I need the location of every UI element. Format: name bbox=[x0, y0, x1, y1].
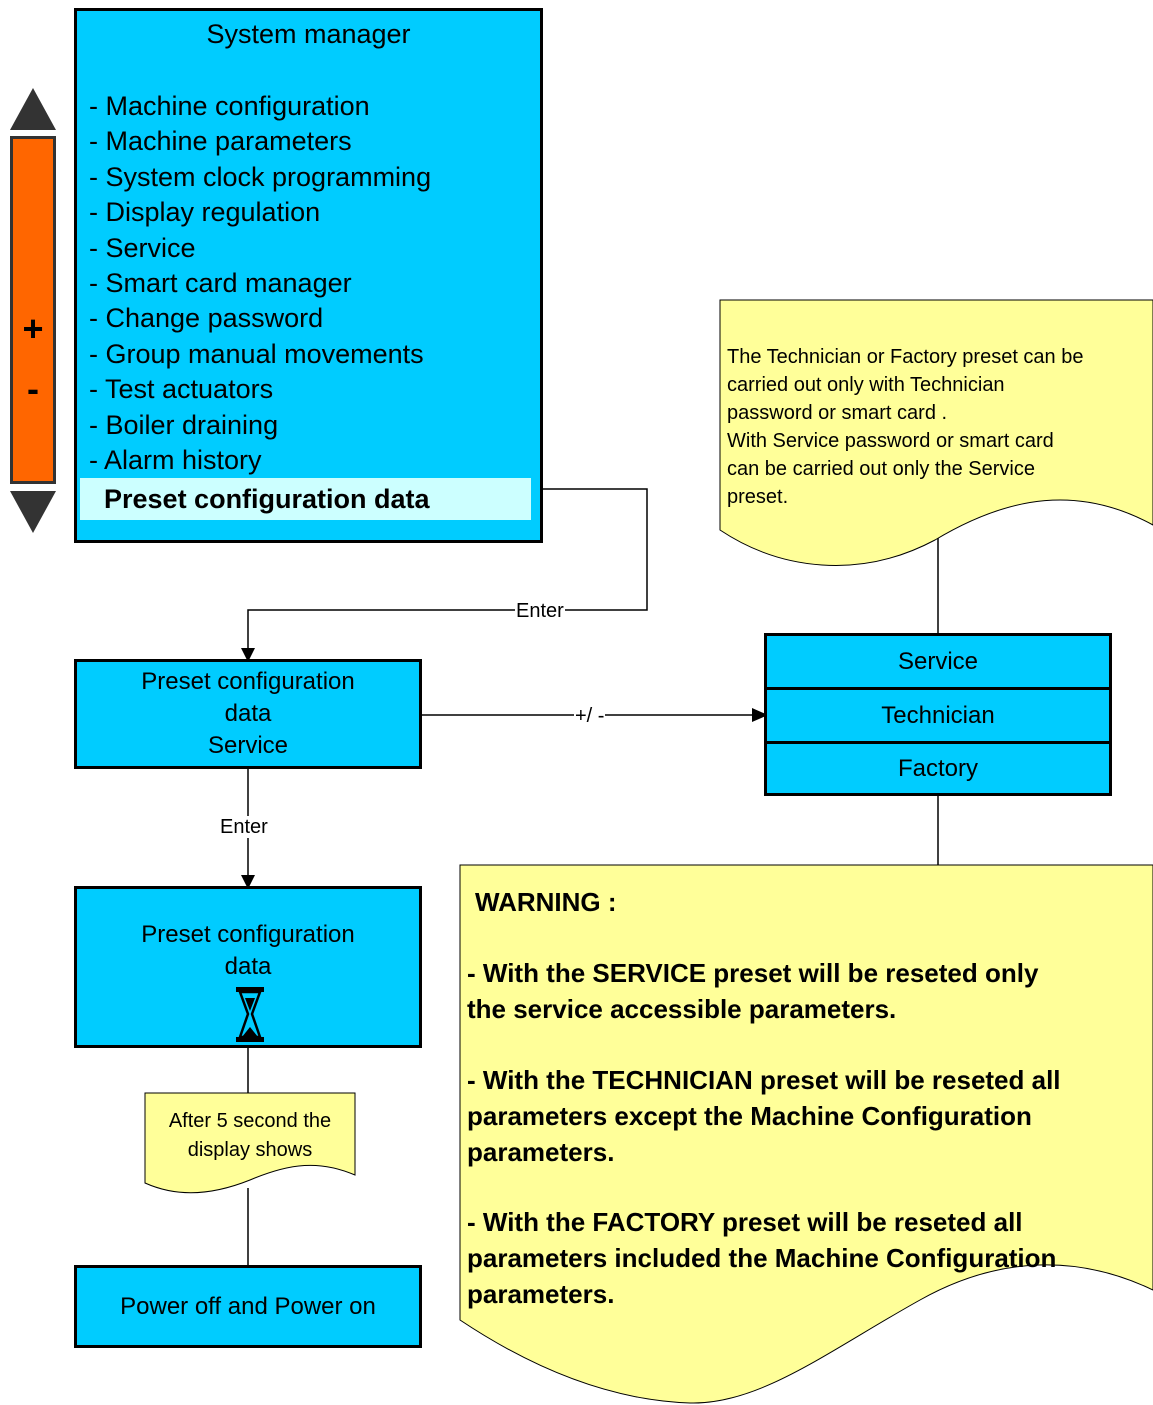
menu-item-display-regulation[interactable]: - Display regulation bbox=[89, 197, 321, 228]
option-service[interactable]: Service bbox=[767, 636, 1109, 690]
system-manager-menu: System manager - Machine configuration -… bbox=[74, 8, 543, 543]
after-note-shape bbox=[144, 1092, 356, 1194]
warning-factory-line-3: parameters. bbox=[467, 1279, 615, 1309]
warning-technician: - With the TECHNICIAN preset will be res… bbox=[467, 1062, 1061, 1170]
power-off-on-box[interactable]: Power off and Power on bbox=[74, 1265, 422, 1348]
preset-box-line-2: data bbox=[224, 700, 272, 727]
after-note-line-1: After 5 second the bbox=[168, 1110, 332, 1132]
menu-item-boiler-draining[interactable]: - Boiler draining bbox=[89, 409, 279, 440]
arrow-down-icon bbox=[241, 875, 255, 889]
warning-factory: - With the FACTORY preset will be resete… bbox=[467, 1204, 1056, 1312]
plus-minus-label: +/ - bbox=[574, 705, 606, 727]
preset-service-box[interactable]: Preset configuration data Service bbox=[74, 659, 422, 769]
warning-note-shape bbox=[459, 864, 1153, 1404]
tech-note-text: The Technician or Factory preset can be … bbox=[727, 343, 1083, 511]
menu-list: - Machine configuration - Machine parame… bbox=[89, 89, 431, 478]
warning-factory-line-1: - With the FACTORY preset will be resete… bbox=[467, 1207, 1023, 1237]
arrow-down-icon bbox=[241, 648, 255, 662]
warning-service-line-1: - With the SERVICE preset will be resete… bbox=[467, 958, 1039, 988]
tech-note-line-4: With Service password or smart card bbox=[727, 430, 1054, 452]
warning-factory-line-2: parameters included the Machine Configur… bbox=[467, 1243, 1057, 1273]
progress-box-line-2: data bbox=[224, 953, 272, 980]
preset-options-box: Service Technician Factory bbox=[764, 633, 1112, 796]
down-triangle-icon[interactable] bbox=[10, 491, 56, 533]
menu-item-test-actuators[interactable]: - Test actuators bbox=[89, 374, 274, 405]
hourglass-icon bbox=[236, 987, 264, 1042]
warning-technician-line-3: parameters. bbox=[467, 1137, 615, 1167]
tech-note-line-5: can be carried out only the Service bbox=[727, 458, 1035, 480]
power-box-label: Power off and Power on bbox=[120, 1292, 376, 1320]
after-note-line-2: display shows bbox=[187, 1139, 313, 1161]
warning-service: - With the SERVICE preset will be resete… bbox=[467, 955, 1038, 1027]
menu-title: System manager bbox=[206, 19, 411, 49]
option-technician[interactable]: Technician bbox=[767, 690, 1109, 744]
preset-box-line-1: Preset configuration bbox=[141, 668, 355, 695]
up-triangle-icon[interactable] bbox=[10, 88, 56, 130]
preset-progress-box: Preset configuration data bbox=[74, 886, 422, 1048]
nav-bar: + - bbox=[10, 88, 56, 534]
preset-box-line-3: Service bbox=[207, 732, 289, 759]
tech-note-line-1: The Technician or Factory preset can be bbox=[727, 346, 1084, 368]
warning-service-line-2: the service accessible parameters. bbox=[467, 994, 897, 1024]
after-note-text: After 5 second the display shows bbox=[145, 1107, 355, 1165]
option-factory[interactable]: Factory bbox=[897, 755, 978, 782]
arrow-right-icon bbox=[752, 708, 768, 722]
menu-item-machine-configuration[interactable]: - Machine configuration bbox=[89, 91, 370, 121]
tech-note-line-6: preset. bbox=[727, 486, 789, 508]
menu-item-smart-card-manager[interactable]: - Smart card manager bbox=[89, 267, 352, 298]
menu-item-group-manual-movements[interactable]: - Group manual movements bbox=[89, 338, 424, 369]
menu-item-service[interactable]: - Service bbox=[89, 232, 196, 263]
progress-box-line-1: Preset configuration bbox=[141, 921, 355, 948]
nav-scroll-button[interactable]: + - bbox=[10, 136, 56, 484]
menu-item-alarm-history[interactable]: - Alarm history bbox=[89, 444, 262, 475]
enter-label-1: Enter bbox=[515, 600, 565, 622]
menu-item-preset-configuration-data[interactable]: Preset configuration data bbox=[80, 478, 531, 520]
menu-item-system-clock-programming[interactable]: - System clock programming bbox=[89, 161, 432, 192]
tech-note-shape bbox=[719, 299, 1153, 566]
enter-connector-1 bbox=[247, 488, 648, 648]
tech-note-line-3: password or smart card . bbox=[727, 402, 948, 424]
menu-item-change-password[interactable]: - Change password bbox=[89, 303, 324, 334]
warning-technician-line-1: - With the TECHNICIAN preset will be res… bbox=[467, 1065, 1061, 1095]
plus-icon[interactable]: + bbox=[22, 308, 44, 349]
menu-item-machine-parameters[interactable]: - Machine parameters bbox=[89, 126, 352, 157]
tech-note-line-2: carried out only with Technician bbox=[727, 374, 1005, 396]
enter-label-2: Enter bbox=[219, 816, 269, 838]
minus-icon[interactable]: - bbox=[27, 368, 39, 409]
warning-title: WARNING : bbox=[475, 887, 617, 917]
warning-technician-line-2: parameters except the Machine Configurat… bbox=[467, 1101, 1032, 1131]
